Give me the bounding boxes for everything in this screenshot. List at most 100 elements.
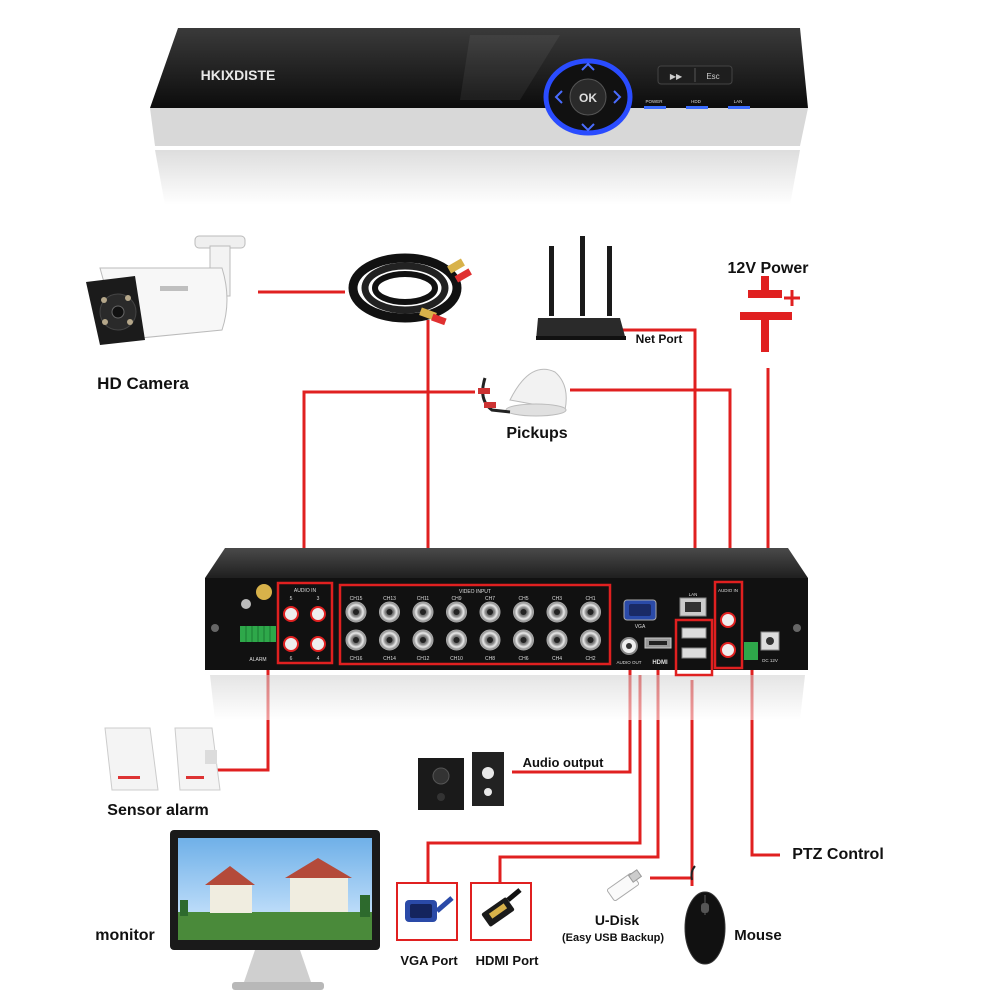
wire-ptz xyxy=(750,660,780,857)
channel-label-ch5: CH5 xyxy=(518,596,528,602)
fast-forward-button[interactable]: ▶▶ xyxy=(670,72,683,81)
channel-label-ch9: CH9 xyxy=(451,596,461,602)
label-12v-power: 12V Power xyxy=(728,260,809,277)
bnc-pin xyxy=(587,637,594,643)
bnc-pin xyxy=(587,609,594,615)
dvr-front-reflection xyxy=(155,150,800,205)
channel-label-ch3: CH3 xyxy=(552,596,562,602)
router xyxy=(536,236,626,340)
dc-port-label: DC 12V xyxy=(762,658,778,663)
usb-port-1[interactable] xyxy=(681,627,707,639)
hdmi-port-label: HDMI xyxy=(652,660,668,666)
wire-hdmi xyxy=(498,670,660,882)
label-sensor-alarm: Sensor alarm xyxy=(107,802,208,819)
arrow-right-icon[interactable] xyxy=(613,90,622,104)
dvr-rear-top xyxy=(205,548,808,578)
bnc-pin xyxy=(520,609,527,615)
vga-connector-icon xyxy=(405,896,454,922)
hd-camera xyxy=(86,235,246,345)
nav-ring[interactable]: OK xyxy=(543,58,633,136)
dvr-front-panel: HKIXDISTE OK ▶▶ Esc POWER HDD LAN xyxy=(150,28,808,205)
dvr-front-body xyxy=(150,28,808,108)
bnc-pin xyxy=(453,637,460,643)
label-net-port: Net Port xyxy=(636,332,683,346)
usb-highlight xyxy=(674,618,714,677)
bnc-pin xyxy=(386,609,393,615)
pickup-microphone xyxy=(478,368,567,417)
channel-label-ch8: CH8 xyxy=(485,656,495,662)
usb-drive-icon xyxy=(606,869,643,902)
bnc-pin xyxy=(420,609,426,615)
rca-audio-in-3[interactable] xyxy=(310,606,326,622)
channel-label-ch14: CH14 xyxy=(383,656,396,662)
audio-out-port-label: AUDIO OUT xyxy=(616,660,641,665)
bnc-pin xyxy=(420,637,426,643)
hdmi-connector-icon xyxy=(481,888,522,927)
label-mouse: Mouse xyxy=(734,927,782,944)
label-hd-camera: HD Camera xyxy=(97,374,189,393)
esc-button[interactable]: Esc xyxy=(706,72,719,81)
rca-right-audio-out[interactable] xyxy=(720,642,736,658)
usb-port-2[interactable] xyxy=(681,647,707,659)
channel-label-ch13: CH13 xyxy=(383,596,396,602)
label-ptz-control: PTZ Control xyxy=(792,846,884,863)
audio-in-label-4: 4 xyxy=(317,656,320,662)
video-input-highlight xyxy=(338,583,612,666)
label-hdmi-port: HDMI Port xyxy=(476,953,540,968)
bnc-pin xyxy=(353,637,359,643)
rca-audio-in-4[interactable] xyxy=(310,636,326,652)
video-input-header: VIDEO INPUT xyxy=(459,589,491,595)
bnc-pin xyxy=(554,609,560,615)
coax-cable-coil xyxy=(348,253,472,326)
label-monitor: monitor xyxy=(95,927,155,944)
label-audio-output: Audio output xyxy=(523,755,605,770)
bnc-pin xyxy=(353,609,359,615)
label-vga-port: VGA Port xyxy=(400,953,458,968)
channel-label-ch7: CH7 xyxy=(485,596,495,602)
bnc-pin xyxy=(487,637,493,643)
bnc-pin xyxy=(520,637,527,643)
wire-pickup-right-audio xyxy=(570,388,732,582)
dvr-rear-face xyxy=(205,578,808,670)
bnc-pin xyxy=(453,609,460,615)
channel-label-ch1: CH1 xyxy=(585,596,595,602)
label-udisk: U-Disk xyxy=(595,912,640,928)
channel-label-ch6: CH6 xyxy=(518,656,528,662)
ptz-terminal-block[interactable] xyxy=(744,642,758,660)
arrow-down-icon[interactable] xyxy=(581,123,595,132)
sensor-alarm-devices xyxy=(104,727,221,791)
bnc-pin xyxy=(487,609,493,615)
wire-router-lan xyxy=(618,328,697,592)
speakers xyxy=(418,752,504,810)
led-lan xyxy=(728,106,750,109)
arrow-up-icon[interactable] xyxy=(581,62,595,71)
label-udisk-sub: (Easy USB Backup) xyxy=(562,932,664,944)
arrow-left-icon[interactable] xyxy=(554,90,563,104)
audio-in-header: AUDIO IN xyxy=(294,588,317,594)
dvr-rear-reflection xyxy=(210,675,805,720)
audio-in-label-6: 6 xyxy=(290,656,293,662)
alarm-port-label: ALARM xyxy=(249,657,266,663)
brand-logo: HKIXDISTE xyxy=(201,67,276,83)
ground-screw xyxy=(256,584,272,600)
label-pickups: Pickups xyxy=(506,425,567,442)
ok-button[interactable]: OK xyxy=(579,91,597,105)
channel-label-ch16: CH16 xyxy=(350,656,363,662)
mouse-device xyxy=(684,865,726,965)
channel-label-ch12: CH12 xyxy=(417,656,430,662)
wire-vga xyxy=(426,675,642,882)
rca-audio-in-5[interactable] xyxy=(283,606,299,622)
bnc-pin xyxy=(554,637,560,643)
right-audio-in-header: AUDIO IN xyxy=(718,588,738,593)
led-label-hdd: HDD xyxy=(691,99,701,104)
power-symbol xyxy=(740,276,800,352)
rca-right-audio-in[interactable] xyxy=(720,612,736,628)
wire-pickup-audio-in xyxy=(302,390,475,590)
right-audio-in-highlight xyxy=(713,580,744,670)
rca-audio-in-6[interactable] xyxy=(283,636,299,652)
led-power xyxy=(644,106,666,109)
led-label-power: POWER xyxy=(645,99,663,104)
